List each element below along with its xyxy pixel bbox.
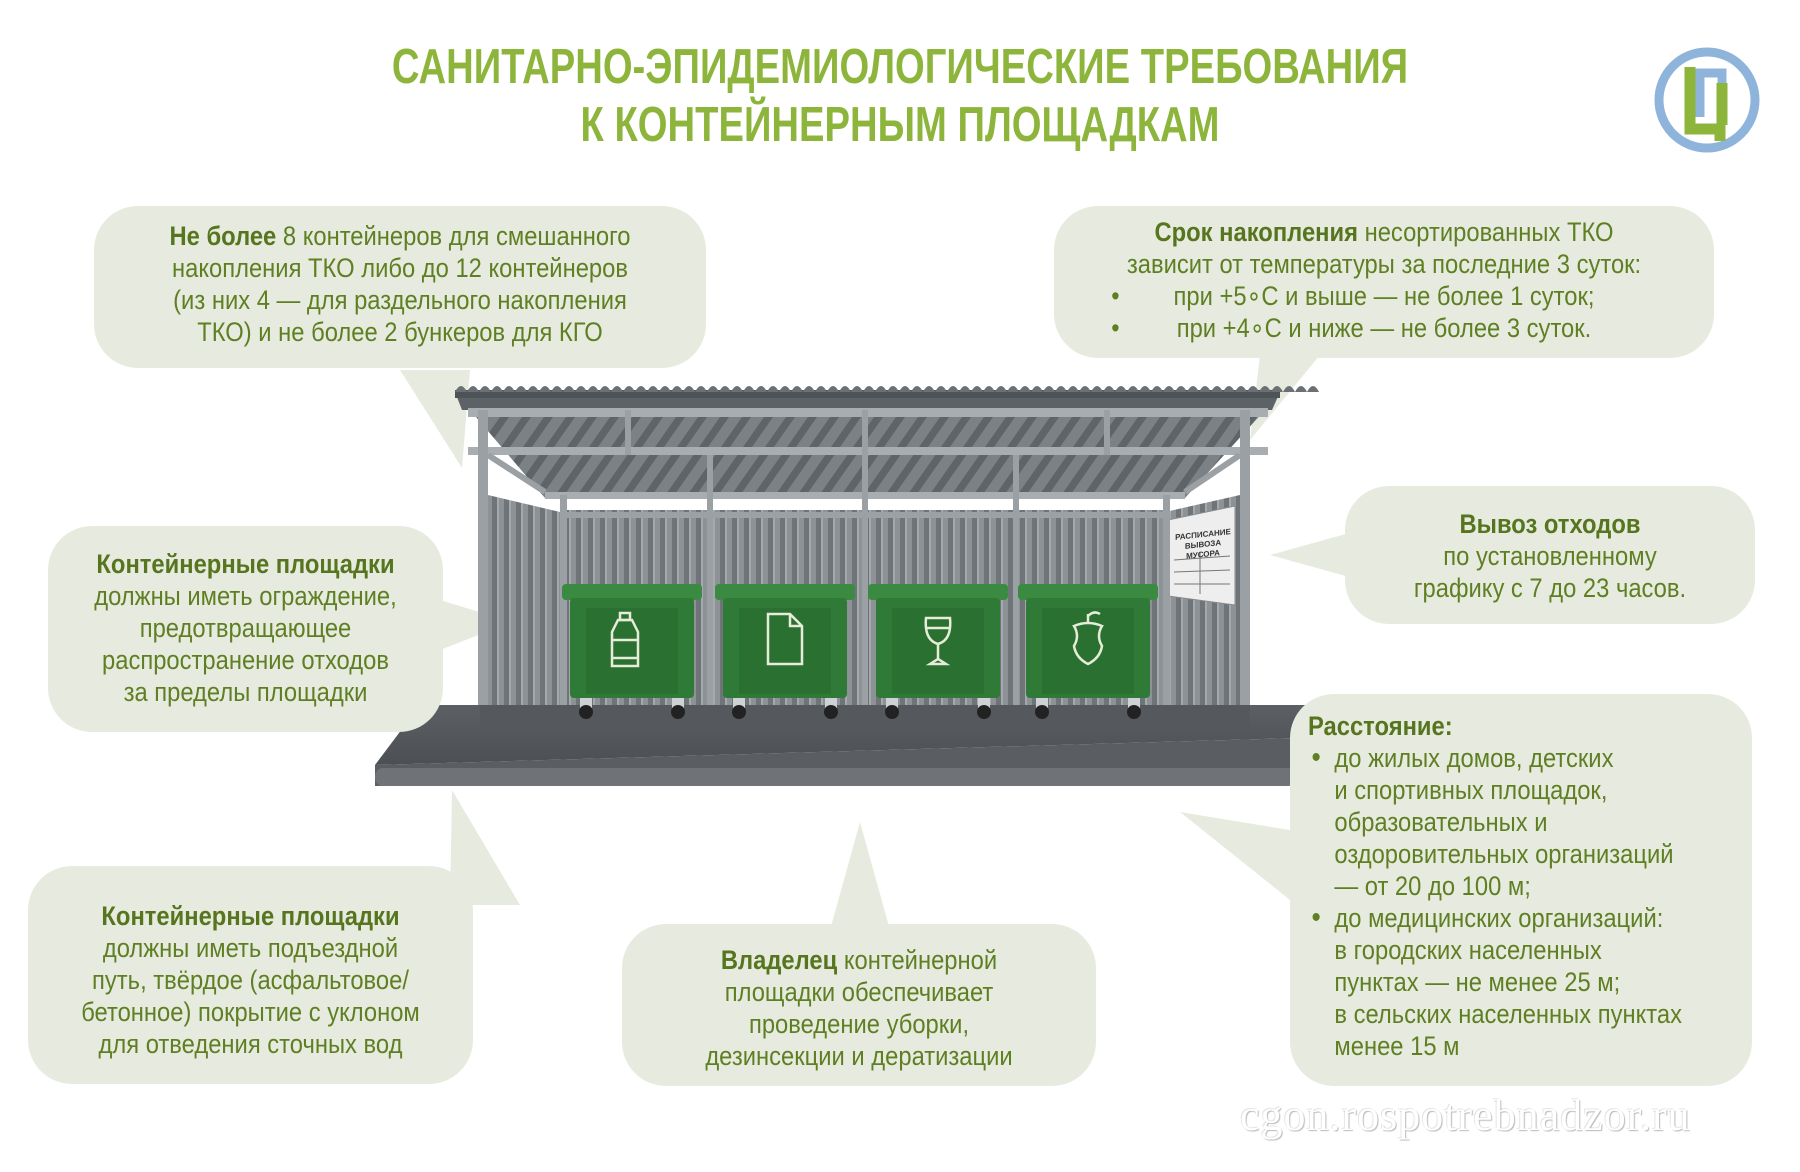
- bullet-icon: •: [1111, 313, 1120, 343]
- distance-item-medical: до медицинских организаций: в городских …: [1308, 902, 1699, 1062]
- distance-list: до жилых домов, детских и спортивных пло…: [1308, 742, 1699, 1062]
- bubble-owner: Владелец контейнерной площадки обеспечив…: [622, 924, 1096, 1086]
- bubble-storage-period: Срок накопления несортированных ТКО зави…: [1054, 206, 1714, 358]
- rospotrebnadzor-logo-icon: [1654, 47, 1760, 153]
- page-title: САНИТАРНО-ЭПИДЕМИОЛОГИЧЕСКИЕ ТРЕБОВАНИЯ …: [198, 38, 1602, 154]
- title-line-2: К КОНТЕЙНЕРНЫМ ПЛОЩАДКАМ: [580, 98, 1220, 152]
- distance-item-residential: до жилых домов, детских и спортивных пло…: [1308, 742, 1699, 902]
- bubble-access-road: Контейнерные площадки должны иметь подъе…: [28, 866, 473, 1084]
- bubble-tail: [1250, 355, 1320, 440]
- bubble-tail: [440, 600, 512, 650]
- bubble-tail: [1180, 812, 1290, 900]
- bubble-tail: [1270, 530, 1360, 580]
- schedule-sign: [1167, 505, 1236, 606]
- bubble-waste-removal: Вывоз отходов по установленному графику …: [1345, 486, 1755, 624]
- bubble-tail: [400, 370, 470, 468]
- watermark: cgon.rospotrebnadzor.ru: [1240, 1091, 1691, 1140]
- bubble-tail: [830, 822, 890, 930]
- title-line-1: САНИТАРНО-ЭПИДЕМИОЛОГИЧЕСКИЕ ТРЕБОВАНИЯ: [391, 40, 1409, 94]
- bubble-fencing: Контейнерные площадки должны иметь ограж…: [48, 526, 443, 732]
- bubble-max-containers: Не более 8 контейнеров для смешанного на…: [94, 206, 706, 368]
- bubble-distance: Расстояние: до жилых домов, детских и сп…: [1290, 694, 1752, 1086]
- bubble-tail: [450, 790, 520, 905]
- containers: [562, 584, 1158, 719]
- bullet-icon: •: [1111, 281, 1120, 311]
